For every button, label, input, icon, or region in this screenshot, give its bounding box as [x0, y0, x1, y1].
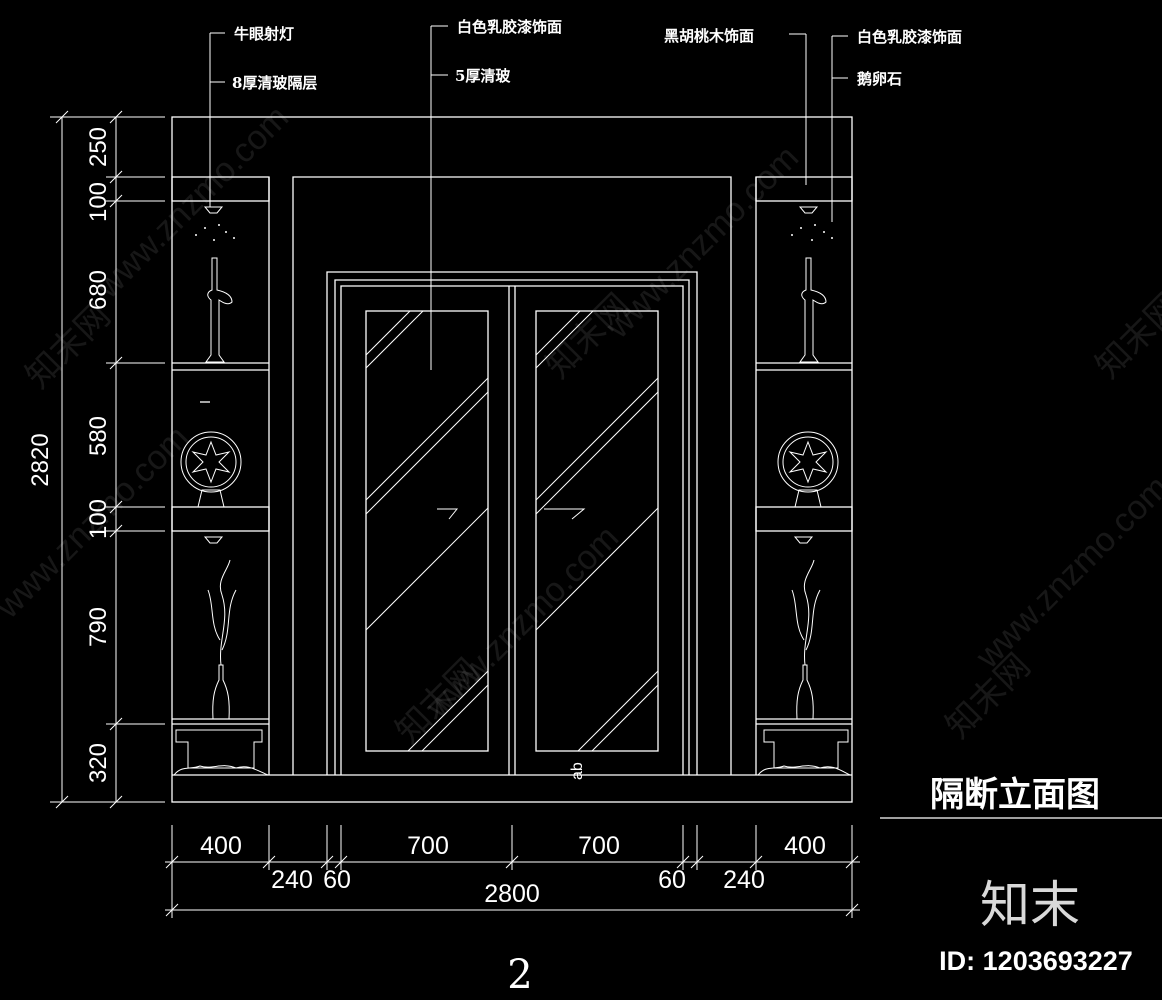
watermark-site: www.znzmo.com [88, 98, 296, 306]
dim-width: 400 [784, 832, 826, 860]
stone-base-icon [763, 729, 849, 769]
dim-width: 60 [323, 866, 351, 894]
dim-width: 240 [271, 866, 313, 894]
watermark-brand: 知末网 [19, 297, 118, 396]
dim-segment: 680 [85, 270, 112, 310]
dim-total-width: 2800 [484, 880, 540, 908]
dim-segment: 580 [85, 416, 112, 456]
dim-segment: 100 [85, 499, 112, 539]
watermarks: www.znzmo.com 知末网 知末网 www.znzmo.com www.… [0, 98, 1162, 750]
id-label: ID: 1203693227 [939, 946, 1133, 976]
dim-segment: 100 [85, 182, 112, 222]
annotation-glass-shelf: 8厚清玻隔层 [232, 74, 317, 92]
left-display-cabinet [171, 176, 270, 776]
dim-segment: 250 [85, 127, 112, 167]
spotlight-icon [791, 206, 833, 241]
annotation-walnut-veneer: 黑胡桃木饰面 [664, 27, 754, 45]
material-annotations: 牛眼射灯 8厚清玻隔层 白色乳胶漆饰面 5厚清玻 黑胡桃木饰面 白色乳胶漆饰面 … [232, 18, 962, 92]
annotation-latex-paint-right: 白色乳胶漆饰面 [857, 28, 962, 46]
watermark-brand: 知末网 [1089, 287, 1162, 386]
horizontal-dimensions: 400 700 700 400 240 60 60 240 2800 [165, 825, 860, 918]
dim-width: 240 [723, 866, 765, 894]
annotation-clear-glass: 5厚清玻 [455, 67, 511, 85]
drawing-title: 隔断立面图 [930, 775, 1100, 815]
decorative-plate-icon [180, 401, 242, 508]
title-block: 隔断立面图 2 [507, 775, 1162, 998]
annotation-latex-paint-center: 白色乳胶漆饰面 [457, 18, 562, 36]
dim-width: 400 [200, 832, 242, 860]
watermark-brand: 知末网 [389, 652, 488, 751]
partition-outline [171, 116, 853, 803]
stone-base-icon [175, 729, 263, 769]
dim-segment: 320 [85, 743, 112, 783]
watermark-site: www.znzmo.com [968, 468, 1162, 676]
dim-segment: 790 [85, 607, 112, 647]
dim-width: 700 [578, 832, 620, 860]
spotlight-icon [793, 536, 814, 544]
door-mark: ab [569, 762, 586, 780]
sheet-number: 2 [507, 952, 532, 998]
vase-with-branches-icon [207, 559, 237, 720]
annotation-spotlight: 牛眼射灯 [234, 25, 294, 43]
dim-width: 60 [658, 866, 686, 894]
right-display-cabinet [755, 176, 853, 776]
dim-width: 700 [407, 832, 449, 860]
watermark-site: www.znzmo.com [598, 138, 806, 346]
glass-double-door: ab [326, 271, 698, 780]
dim-total-height: 2820 [27, 433, 54, 486]
spotlight-icon [203, 536, 224, 544]
vase-icon [799, 257, 827, 363]
logo-text: 知末 [980, 876, 1080, 934]
brand-logo: 知末 ID: 1203693227 [939, 876, 1133, 976]
vase-with-branches-icon [791, 559, 821, 720]
annotation-pebbles: 鹅卵石 [857, 70, 902, 88]
spotlight-icon [195, 206, 235, 241]
vertical-dimensions: 2820 250 100 680 580 100 790 320 [27, 110, 165, 809]
leader-lines [209, 25, 848, 370]
vase-icon [205, 257, 233, 363]
decorative-plate-icon [777, 431, 839, 508]
